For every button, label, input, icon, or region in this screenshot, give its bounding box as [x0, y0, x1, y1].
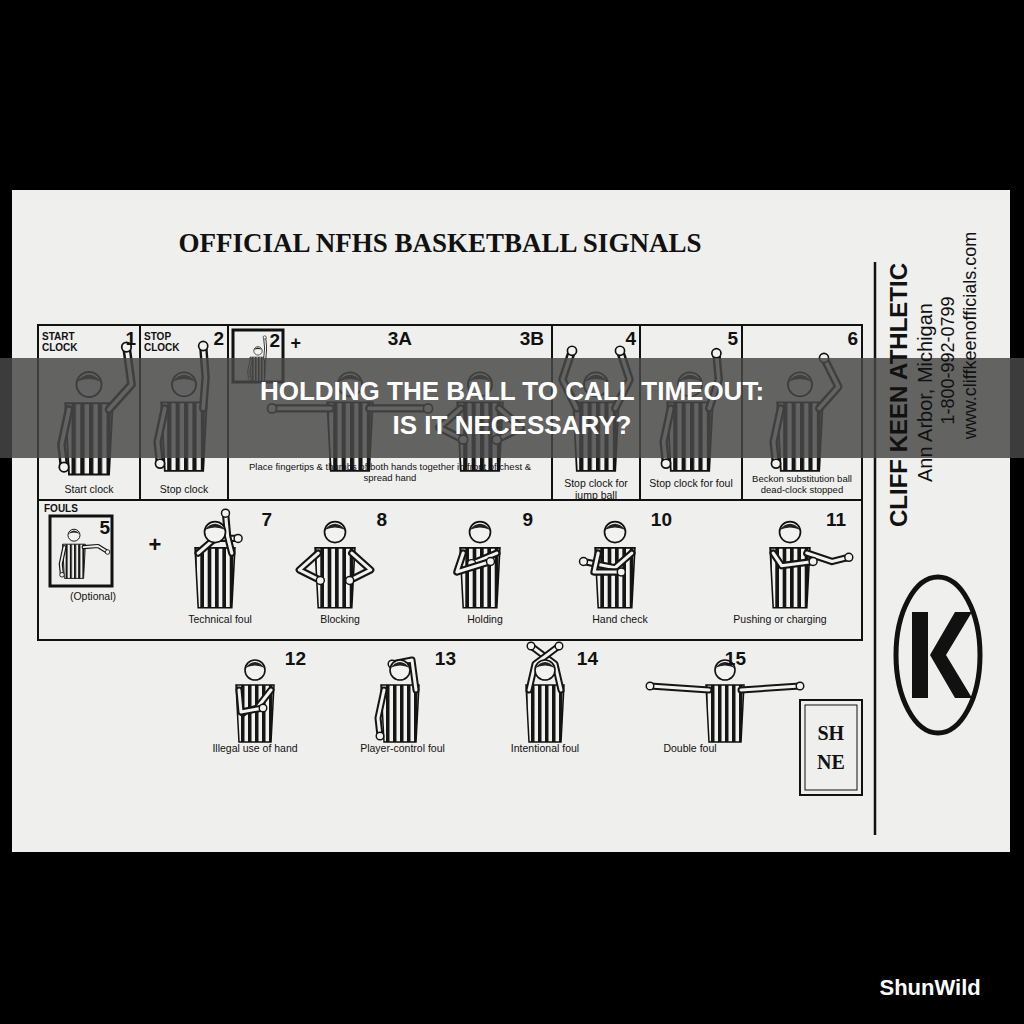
banner-title: HOLDING THE BALL TO CALL TIMEOUT: IS IT … [250, 374, 774, 442]
signal-caption: Intentional foul [490, 742, 600, 754]
signal-caption: Hand check [560, 613, 680, 625]
cell-heading: START CLOCK [42, 331, 86, 353]
signal-cell: STOP CLOCK2Stop clock [140, 325, 228, 500]
logo-letters: NE [817, 751, 845, 774]
referee-figure [580, 522, 635, 608]
signal-caption: Stop clock [140, 483, 228, 495]
title-banner: HOLDING THE BALL TO CALL TIMEOUT: IS IT … [0, 358, 1024, 458]
signal-cell: 6Beckon substitution ball dead-clock sto… [742, 325, 862, 500]
signal-cell: 5Stop clock for foul [640, 325, 742, 500]
referee-figure [195, 509, 242, 607]
signal-cell: 13Player-control foul [340, 645, 465, 765]
signal-number: 9 [507, 510, 533, 530]
signal-number: 5 [714, 329, 738, 349]
referee-figure [770, 522, 853, 608]
signal-caption: Blocking [285, 613, 395, 625]
cell-heading: FOULS [44, 503, 104, 514]
signal-caption: Player-control foul [340, 742, 465, 754]
signal-cell: 8Blocking [285, 500, 395, 640]
referee-figure [526, 642, 564, 742]
signal-caption: Double foul [600, 742, 780, 754]
signal-number: 3A [368, 329, 412, 349]
signal-caption: Technical foul [160, 613, 280, 625]
signal-description: Place fingertips & thumbs of both hands … [234, 461, 546, 483]
signal-cell: 7Technical foul [160, 500, 280, 640]
signal-number: 15 [716, 649, 746, 669]
signal-number: 2 [258, 331, 280, 351]
signal-cell: 4Stop clock for jump ball [552, 325, 640, 501]
signal-caption: Stop clock for jump ball [552, 477, 640, 501]
referee-figure [236, 660, 274, 742]
signal-number: 5 [90, 518, 110, 538]
signal-caption: (Optional) [38, 590, 148, 602]
signal-number: 14 [568, 649, 598, 669]
card [12, 190, 1010, 852]
referee-figure [457, 522, 500, 608]
signal-caption: Illegal use of hand [200, 742, 310, 754]
signal-cell: 12Illegal use of hand [200, 645, 310, 765]
signal-cell: START CLOCK 1Start clock [38, 325, 140, 500]
signal-cell: 14Intentional foul [490, 645, 600, 765]
nfhs-logo [800, 700, 862, 795]
referee-figure [376, 660, 419, 742]
signal-number: 2 [202, 329, 224, 349]
signal-cell: 11Pushing or charging [700, 500, 860, 640]
signal-number: 1 [114, 329, 136, 349]
logo-letters: SH [818, 722, 845, 745]
signal-number: 13 [426, 649, 456, 669]
card-heading: OFFICIAL NFHS BASKETBALL SIGNALS [179, 228, 702, 259]
plus-sign: + [291, 333, 302, 354]
signal-number: 3B [500, 329, 544, 349]
maker-website: www.cliffkeenofficials.com [960, 231, 981, 438]
maker-phone: 1-800-992-0799 [938, 296, 959, 424]
plus-sign: + [149, 532, 162, 558]
signal-caption: Beckon substitution ball dead-clock stop… [744, 473, 860, 495]
signal-cell: 9Holding [425, 500, 545, 640]
referee-figure [646, 660, 804, 742]
signal-cell: 10Hand check [560, 500, 680, 640]
signal-number: 8 [361, 510, 387, 530]
maker-name: CLIFF KEEN ATHLETIC [885, 263, 913, 527]
grid-lines [38, 262, 875, 835]
ck-logo [896, 577, 980, 733]
signal-number: 7 [246, 510, 272, 530]
signal-caption: Pushing or charging [700, 613, 860, 625]
signal-cell: 2 3A 3B Place fingertips & thumbs of both h… [228, 325, 552, 500]
signal-cell: 15Double foul [600, 645, 780, 765]
maker-address: Ann Arbor, Michigan [914, 303, 937, 482]
signal-number: 11 [816, 510, 846, 530]
signal-number: 6 [834, 329, 858, 349]
referee-figure [299, 522, 370, 608]
cell-heading: STOP CLOCK [144, 331, 198, 353]
signal-number: 10 [642, 510, 672, 530]
signal-number: 4 [612, 329, 636, 349]
signal-caption: Stop clock for foul [640, 477, 742, 489]
signal-caption: Holding [425, 613, 545, 625]
signal-caption: Start clock [38, 483, 140, 495]
watermark: ShunWild [880, 975, 981, 1001]
signal-number: 12 [276, 649, 306, 669]
signal-cell: FOULS 5 (Optional) [38, 500, 148, 640]
